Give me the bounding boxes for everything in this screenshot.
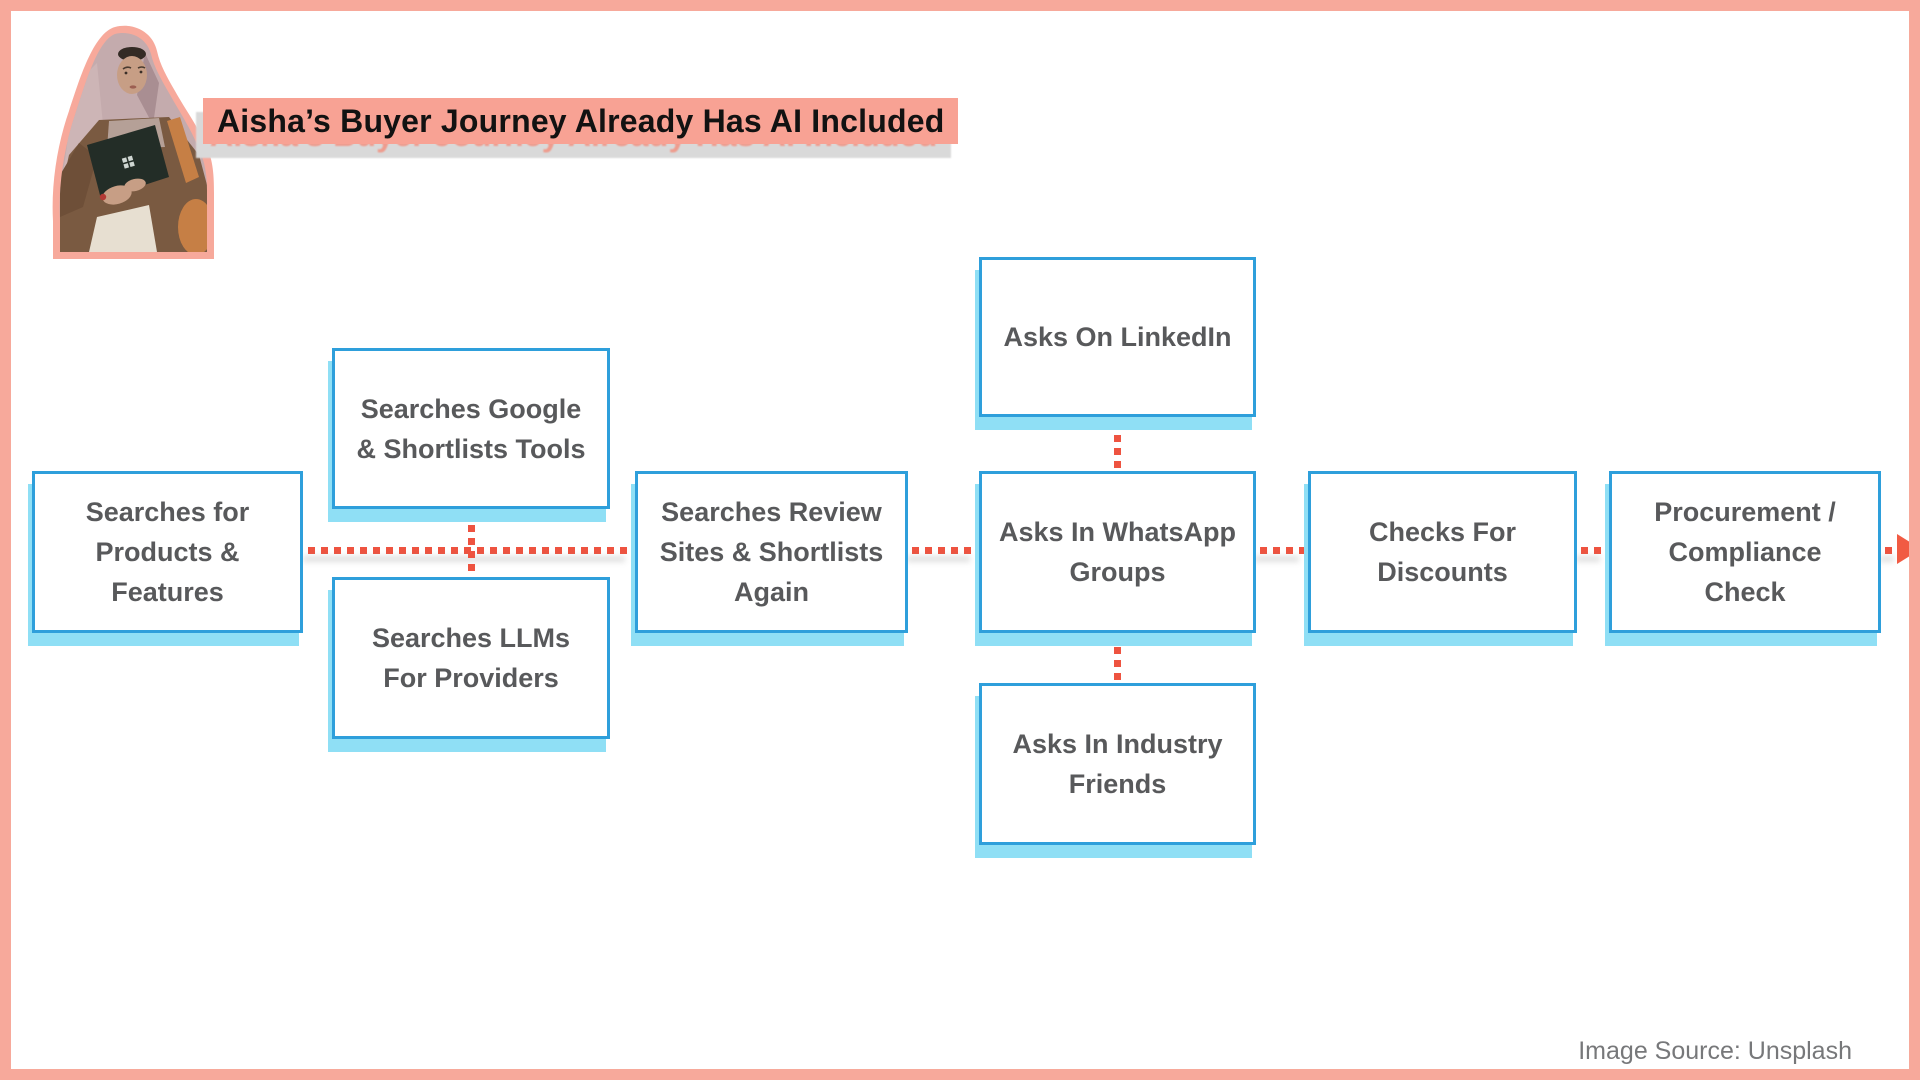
connector-v-friends xyxy=(1114,647,1121,680)
image-credit: Image Source: Unsplash xyxy=(1578,1037,1852,1065)
aisha-photo xyxy=(52,25,214,259)
connector-h2 xyxy=(912,547,975,554)
flow-box-procurement-check: Procurement / Compliance Check xyxy=(1609,471,1881,633)
flow-box-asks-linkedin: Asks On LinkedIn xyxy=(979,257,1256,417)
connector-h4 xyxy=(1581,547,1605,554)
flow-box-checks-discounts: Checks For Discounts xyxy=(1308,471,1577,633)
page-title: Aisha’s Buyer Journey Already Has AI Inc… xyxy=(203,98,959,144)
flow-box-asks-friends: Asks In Industry Friends xyxy=(979,683,1256,845)
connector-h3 xyxy=(1260,547,1304,554)
slide-title-block: Aisha’s Buyer Journey Already Has AI Inc… xyxy=(196,98,959,158)
flow-box-searches-review: Searches Review Sites & Shortlists Again xyxy=(635,471,908,633)
connector-v-linkedin xyxy=(1114,435,1121,468)
flow-box-searches-llms: Searches LLMs For Providers xyxy=(332,577,610,739)
connector-h5 xyxy=(1885,547,1899,554)
flow-box-searches-google: Searches Google & Shortlists Tools xyxy=(332,348,610,509)
flow-box-asks-whatsapp: Asks In WhatsApp Groups xyxy=(979,471,1256,633)
connector-v-google-llms xyxy=(468,525,475,574)
flow-arrow-icon xyxy=(1897,534,1909,564)
flow-box-searches-products: Searches for Products & Features xyxy=(32,471,303,633)
